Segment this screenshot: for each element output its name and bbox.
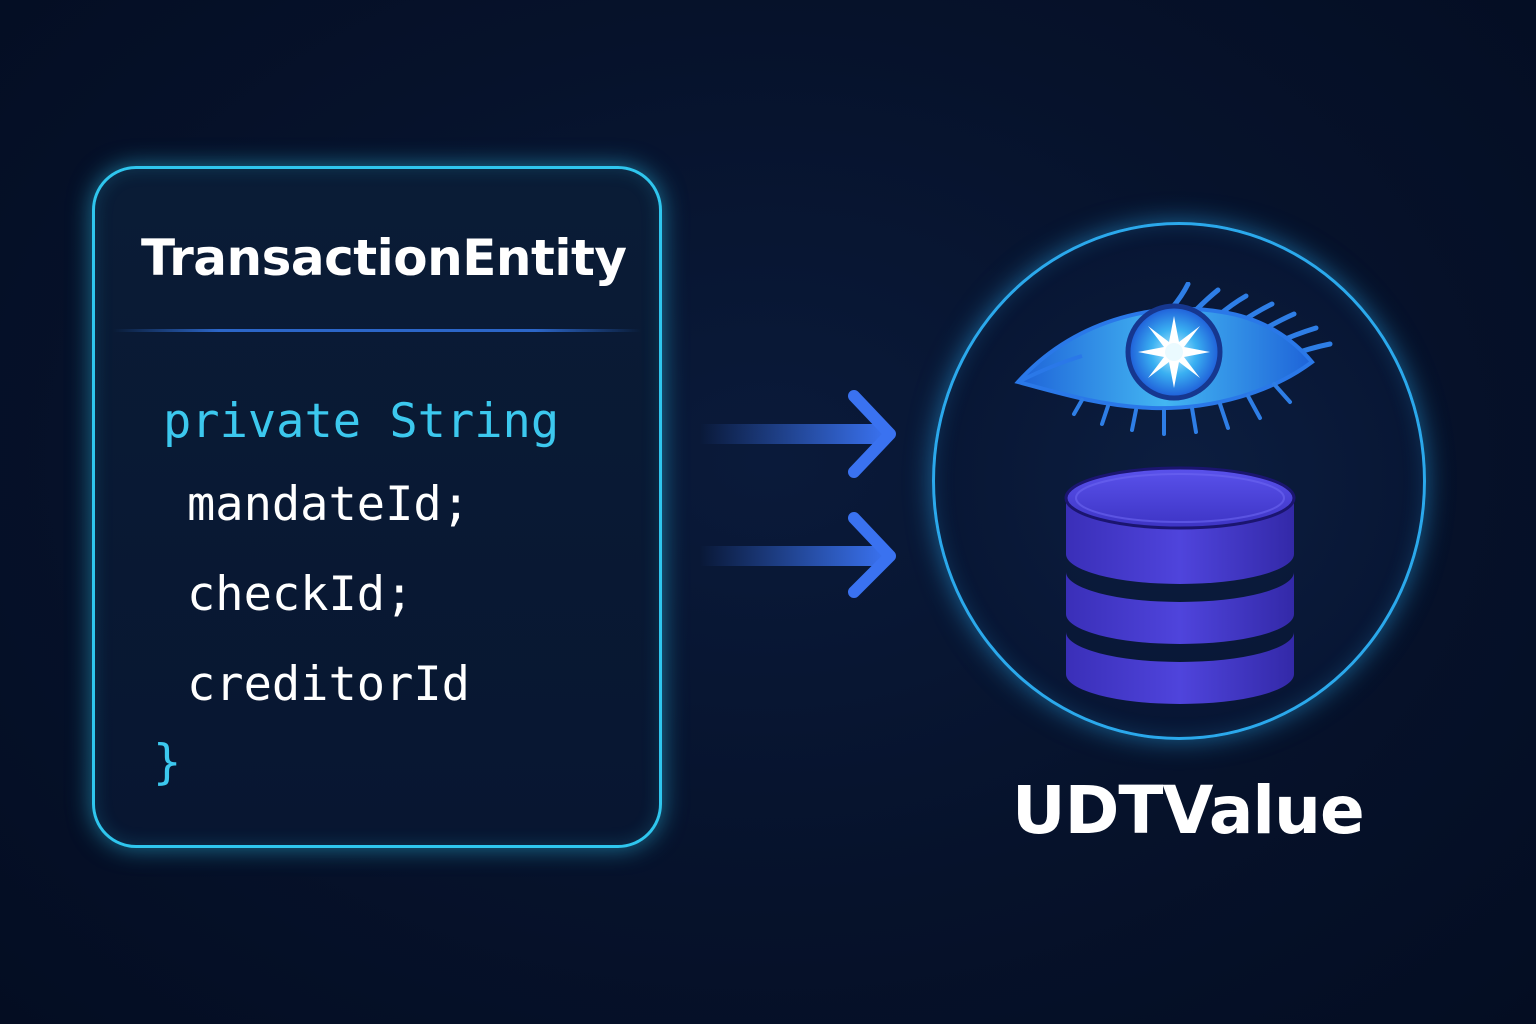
field-check-id: checkId; (187, 567, 414, 622)
field-declaration-keyword: private String (163, 394, 560, 449)
closing-brace: } (153, 735, 182, 790)
arrow-right-icon (700, 390, 896, 478)
udt-value-label: UDTValue (1012, 772, 1365, 849)
arrow-right-icon (700, 512, 896, 598)
transaction-entity-card: TransactionEntity private String mandate… (92, 166, 662, 848)
field-mandate-id: mandateId; (187, 477, 470, 532)
cassandra-eye-icon (1014, 282, 1333, 436)
entity-title: TransactionEntity (141, 229, 627, 287)
title-divider (113, 329, 641, 332)
database-icon (1064, 466, 1296, 704)
mapping-arrows (700, 390, 896, 598)
field-creditor-id: creditorId (187, 657, 470, 712)
